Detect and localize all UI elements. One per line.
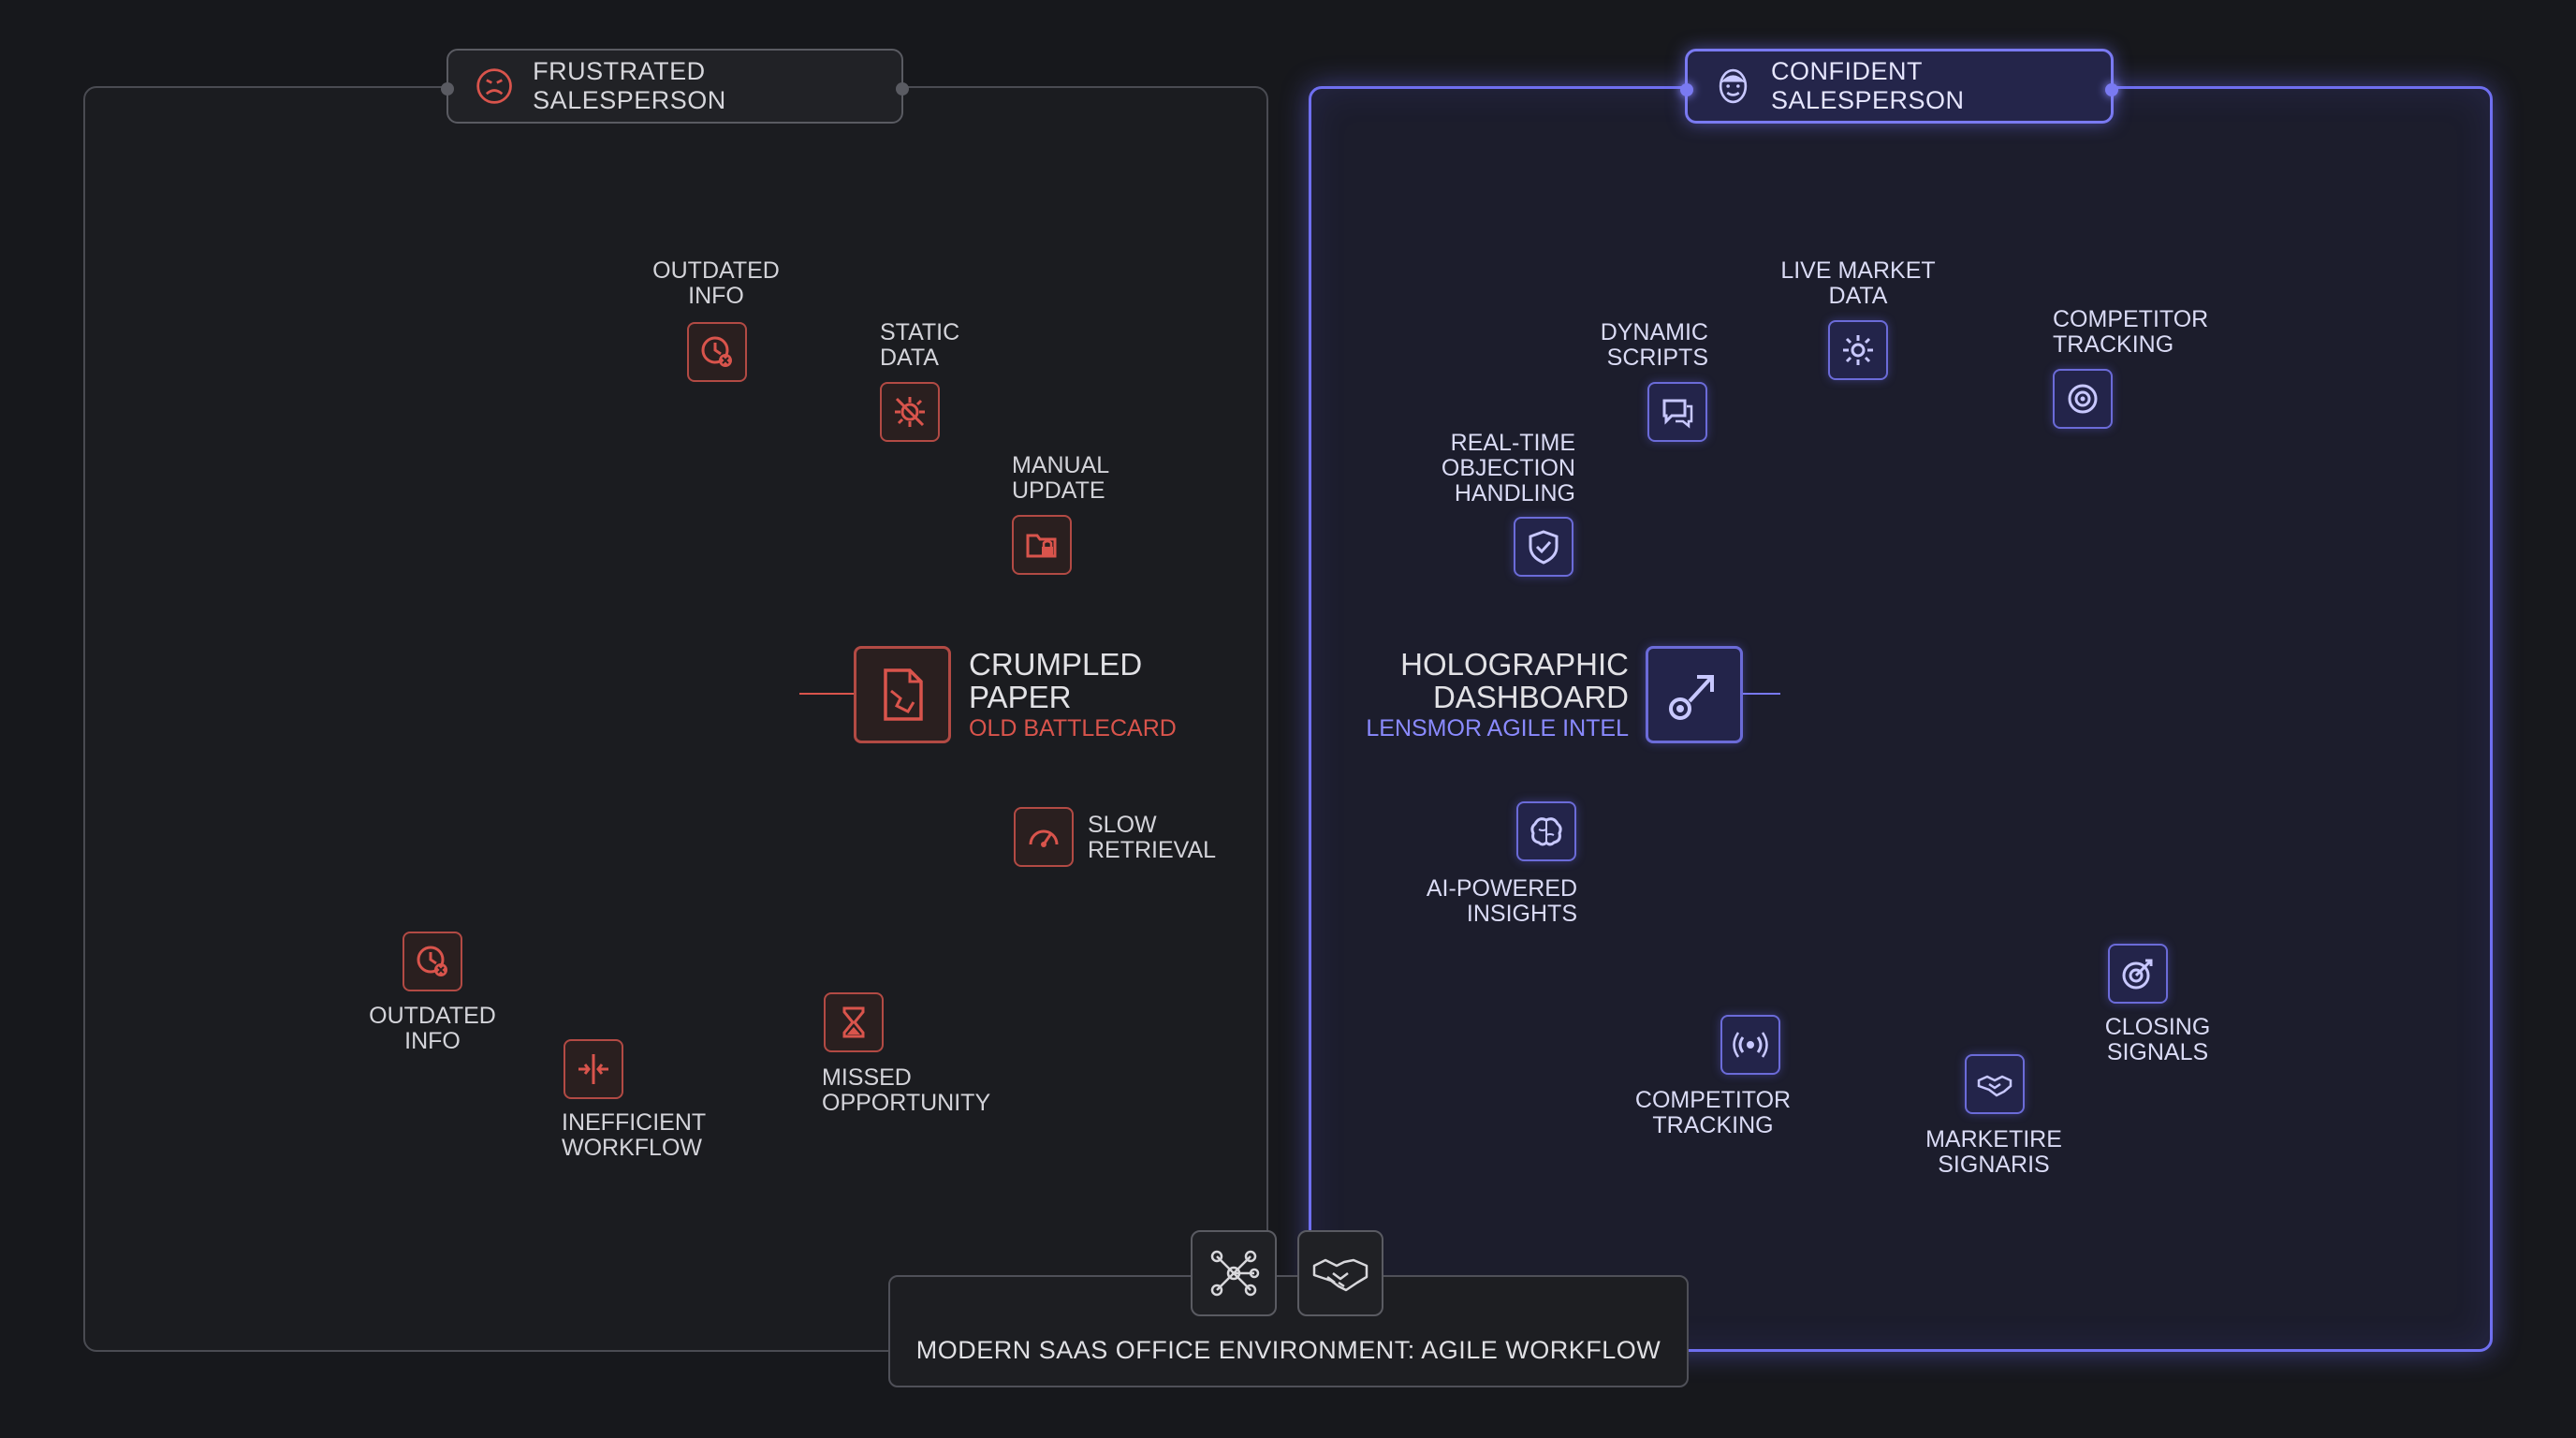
locked-folder-icon: [1026, 534, 1057, 558]
handshake-icon: [1312, 1258, 1368, 1292]
live-market-data-box: [1828, 320, 1888, 380]
label-outdated-info-top: OUTDATED INFO: [652, 257, 780, 309]
holographic-dashboard-box: [1646, 646, 1743, 743]
network-nodes-icon: [1210, 1250, 1260, 1297]
target-icon: [2068, 384, 2098, 414]
ai-insights-box: [1516, 801, 1576, 861]
label-real-time-objection: REAL-TIME OBJECTION HANDLING: [1441, 430, 1575, 506]
label-inefficient-workflow: INEFFICIENT WORKFLOW: [562, 1109, 707, 1161]
shield-check-icon: [1529, 530, 1559, 565]
pill-right-dot-start: [1680, 83, 1693, 96]
growth-toggle-icon: [1669, 675, 1714, 720]
crumpled-connector-line: [799, 693, 854, 695]
crumpled-document-icon: [884, 668, 923, 721]
label-live-market-data: LIVE MARKET DATA: [1780, 257, 1936, 309]
label-outdated-info-bottom: OUTDATED INFO: [369, 1003, 496, 1054]
label-static-data: STATIC DATA: [880, 319, 960, 371]
objection-handling-box: [1514, 517, 1573, 577]
label-marketire-signaris: MARKETIRE SIGNARIS: [1925, 1126, 2062, 1178]
frustrated-face-icon: [476, 68, 512, 104]
slow-retrieval-box: [1014, 807, 1074, 867]
label-competitor-tracking-top: COMPETITOR TRACKING: [2053, 306, 2209, 358]
marketire-signaris-box: [1965, 1054, 2025, 1114]
right-panel-frame: [1309, 86, 2493, 1352]
clock-alert-icon-2: [417, 946, 447, 976]
missed-opportunity-box: [824, 992, 884, 1052]
left-panel-title: FRUSTRATED SALESPERSON: [533, 57, 726, 114]
handshake-icon-small: [1977, 1075, 2012, 1097]
frustrated-salesperson-header: FRUSTRATED SALESPERSON: [441, 49, 909, 124]
crumpled-paper-box: [854, 646, 951, 743]
network-button[interactable]: [1191, 1230, 1277, 1316]
competitor-tracking-bottom-box: [1720, 1015, 1780, 1075]
handshake-button[interactable]: [1297, 1230, 1383, 1316]
target-arrow-icon: [2122, 959, 2153, 990]
holographic-dashboard-title: HOLOGRAPHIC DASHBOARD: [1400, 647, 1629, 714]
label-missed-opportunity: MISSED OPPORTUNITY: [822, 1064, 991, 1116]
label-competitor-tracking-bottom: COMPETITOR TRACKING: [1634, 1087, 1792, 1138]
left-panel-frame: [83, 86, 1268, 1352]
right-panel-title: CONFIDENT SALESPERSON: [1770, 57, 1965, 114]
hourglass-icon: [842, 1006, 865, 1038]
manual-update-box: [1012, 515, 1072, 575]
label-ai-powered-insights: AI-POWERED INSIGHTS: [1426, 875, 1577, 927]
compress-arrows-icon: [578, 1054, 608, 1084]
holo-connector-line: [1743, 693, 1780, 695]
dynamic-scripts-box: [1647, 382, 1707, 442]
speedometer-icon: [1029, 829, 1059, 847]
inefficient-workflow-box: [564, 1039, 623, 1099]
broken-gear-icon: [895, 397, 925, 427]
competitor-tracking-top-box: [2053, 369, 2113, 429]
closing-signals-box: [2108, 944, 2168, 1004]
holographic-dashboard-subtitle: LENSMOR AGILE INTEL: [1366, 715, 1629, 741]
static-data-box: [880, 382, 940, 442]
label-manual-update: MANUAL UPDATE: [1012, 452, 1110, 504]
radar-burst-icon: [1843, 335, 1873, 365]
label-closing-signals: CLOSING SIGNALS: [2104, 1014, 2211, 1065]
pill-left-dot-start: [441, 82, 454, 95]
label-dynamic-scripts: DYNAMIC SCRIPTS: [1600, 319, 1708, 371]
brain-icon: [1530, 817, 1562, 846]
outdated-info-bottom-box: [402, 932, 462, 991]
chat-bubbles-icon: [1662, 399, 1693, 429]
label-slow-retrieval: SLOW RETRIEVAL: [1088, 812, 1217, 863]
pill-left-dot-end: [896, 82, 909, 95]
crumpled-paper-title: CRUMPLED PAPER: [969, 647, 1143, 714]
crumpled-paper-subtitle: OLD BATTLECARD: [969, 715, 1177, 741]
confident-salesperson-header: CONFIDENT SALESPERSON: [1680, 49, 2118, 124]
outdated-info-top-box: [687, 322, 747, 382]
footer-caption-box: MODERN SAAS OFFICE ENVIRONMENT: AGILE WO…: [888, 1275, 1689, 1387]
confident-face-icon: [1719, 68, 1748, 104]
pill-right-dot-end: [2105, 83, 2118, 96]
broadcast-icon: [1733, 1032, 1768, 1058]
clock-alert-icon: [701, 336, 732, 367]
footer-caption: MODERN SAAS OFFICE ENVIRONMENT: AGILE WO…: [915, 1336, 1661, 1364]
